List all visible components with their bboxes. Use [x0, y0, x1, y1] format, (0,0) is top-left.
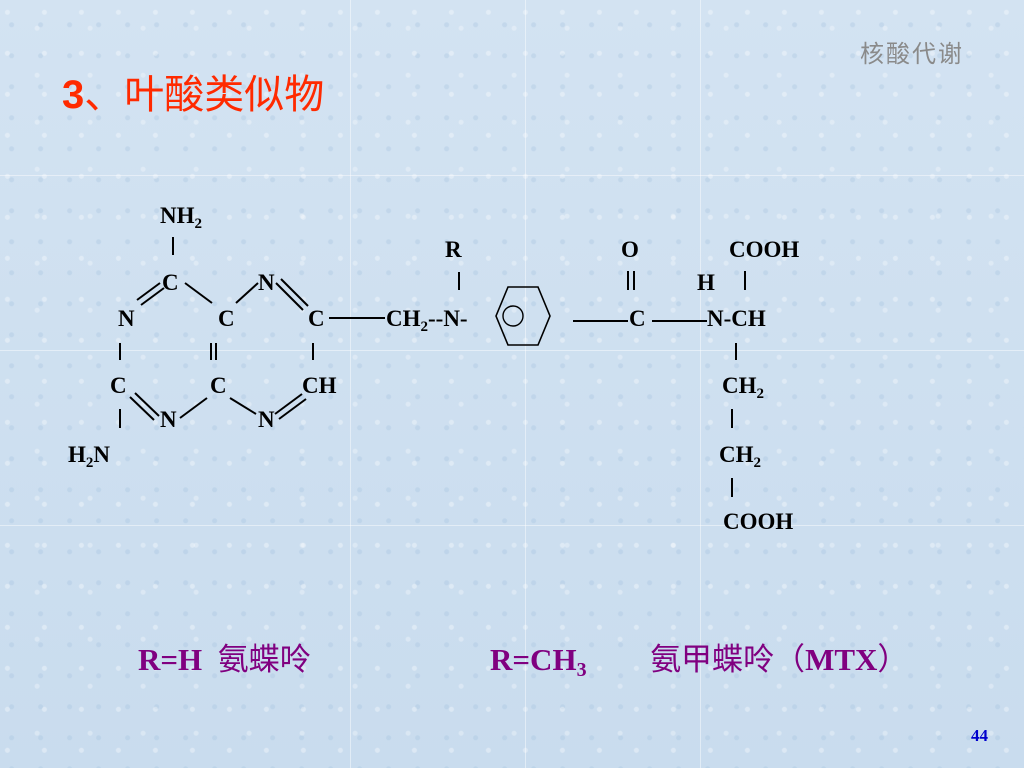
slide-title: 3、叶酸类似物 [62, 62, 324, 120]
title-text: 、叶酸类似物 [84, 72, 325, 118]
formula-r-ch3: R=CH3 [490, 642, 587, 681]
atom-c-bottom-mid: C [210, 373, 227, 398]
atom-nh2-top: NH2 [160, 203, 202, 232]
atom-h2n: H2N [68, 442, 111, 471]
atom-ch-right: CH [302, 373, 337, 398]
label-methotrexate: R=CH3 氨甲蝶呤（MTX） [490, 634, 909, 681]
close-paren: ） [877, 642, 909, 678]
corner-title: 核酸代谢 [860, 40, 964, 68]
atom-c-mid: C [218, 306, 235, 331]
bond [179, 397, 208, 419]
bond [274, 393, 303, 415]
atom-n-bottom-right: N [258, 407, 275, 432]
atom-h: H [697, 270, 715, 295]
bond [134, 392, 160, 417]
bond [280, 278, 309, 307]
atom-chain-ch2: CH2--N- [386, 306, 468, 335]
atom-n-top-right: N [258, 270, 275, 295]
bond [136, 282, 161, 301]
background-grid-line [0, 350, 1024, 351]
name-aminopterin: 氨蝶呤 [217, 642, 311, 678]
name-methotrexate: 氨甲蝶呤（ [650, 642, 806, 678]
bond [229, 397, 257, 415]
benzene-circle [502, 305, 524, 327]
atom-n-ch: N-CH [707, 306, 766, 331]
bond [129, 396, 155, 421]
atom-c-right: C [308, 306, 325, 331]
atom-r: R [445, 237, 462, 262]
bond [278, 398, 307, 420]
formula-r-h: R=H [138, 642, 203, 677]
background-grid-line [0, 175, 1024, 176]
background-grid-line [525, 0, 526, 768]
bond [184, 282, 213, 304]
atom-cooh-top: COOH [729, 237, 800, 262]
page-number: 44 [971, 726, 988, 745]
benzene-ring [495, 286, 551, 346]
atom-n-left: N [118, 306, 135, 331]
atom-cooh-bottom: COOH [723, 509, 794, 534]
background-grid-line [0, 525, 1024, 526]
label-aminopterin: R=H 氨蝶呤 [138, 634, 311, 679]
abbrev-mtx: MTX [805, 642, 878, 677]
atom-o: O [621, 237, 639, 262]
background-grid-line [700, 0, 701, 768]
atom-c-bottom-left: C [110, 373, 127, 398]
atom-ch2-b: CH2 [719, 442, 761, 471]
bond [235, 282, 259, 304]
atom-n-bottom-left: N [160, 407, 177, 432]
atom-ch2-a: CH2 [722, 373, 764, 402]
atom-c-top: C [162, 270, 179, 295]
background-grid-line [350, 0, 351, 768]
bond [140, 287, 165, 306]
title-number: 3 [62, 73, 85, 117]
atom-carbonyl-c: C [629, 306, 646, 331]
bond [275, 282, 304, 311]
